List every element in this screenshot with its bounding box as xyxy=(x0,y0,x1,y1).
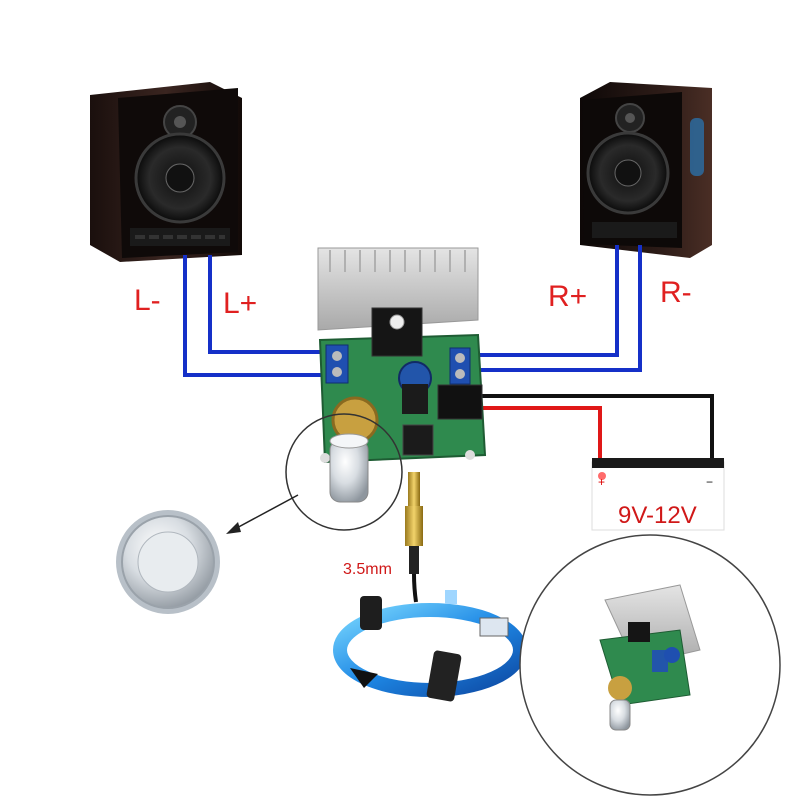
tablet-icon xyxy=(426,650,462,702)
wire-left-plus xyxy=(208,255,332,354)
heatsink xyxy=(317,247,479,331)
phone-icon xyxy=(360,596,382,630)
battery: + − 9V-12V xyxy=(591,458,725,531)
battery-positive-label: + xyxy=(598,475,605,489)
battery-voltage-label: 9V-12V xyxy=(618,502,697,529)
knob-magnifier xyxy=(285,413,403,531)
label-left-minus: L- xyxy=(134,284,161,317)
zoom-arrow xyxy=(226,494,299,534)
wire-power-positive xyxy=(482,406,602,462)
left-speaker xyxy=(90,82,242,262)
audio-jack-socket xyxy=(402,424,434,456)
wire-power-negative xyxy=(482,394,714,462)
device-ring xyxy=(333,590,527,702)
label-jack-size: 3.5mm xyxy=(343,561,392,578)
amplifier-board xyxy=(317,247,487,464)
battery-negative-label: − xyxy=(706,475,713,489)
power-wires xyxy=(482,394,714,462)
knob-closeup xyxy=(116,510,220,614)
product-inset xyxy=(519,534,781,796)
speaker-wires xyxy=(183,245,642,377)
label-left-plus: L+ xyxy=(223,287,257,320)
knob-shaft xyxy=(329,439,369,503)
label-right-minus: R- xyxy=(660,276,692,309)
terminal-left xyxy=(325,344,349,384)
plane-icon xyxy=(350,668,378,688)
audio-plug xyxy=(405,472,423,603)
wire-left-minus xyxy=(183,255,332,377)
terminal-right xyxy=(449,347,471,385)
right-speaker xyxy=(580,82,712,258)
laptop-icon xyxy=(479,617,509,637)
wire-right-plus xyxy=(462,245,619,357)
label-right-plus: R+ xyxy=(548,280,587,313)
wire-right-minus xyxy=(462,245,642,372)
dc-jack xyxy=(437,384,483,420)
